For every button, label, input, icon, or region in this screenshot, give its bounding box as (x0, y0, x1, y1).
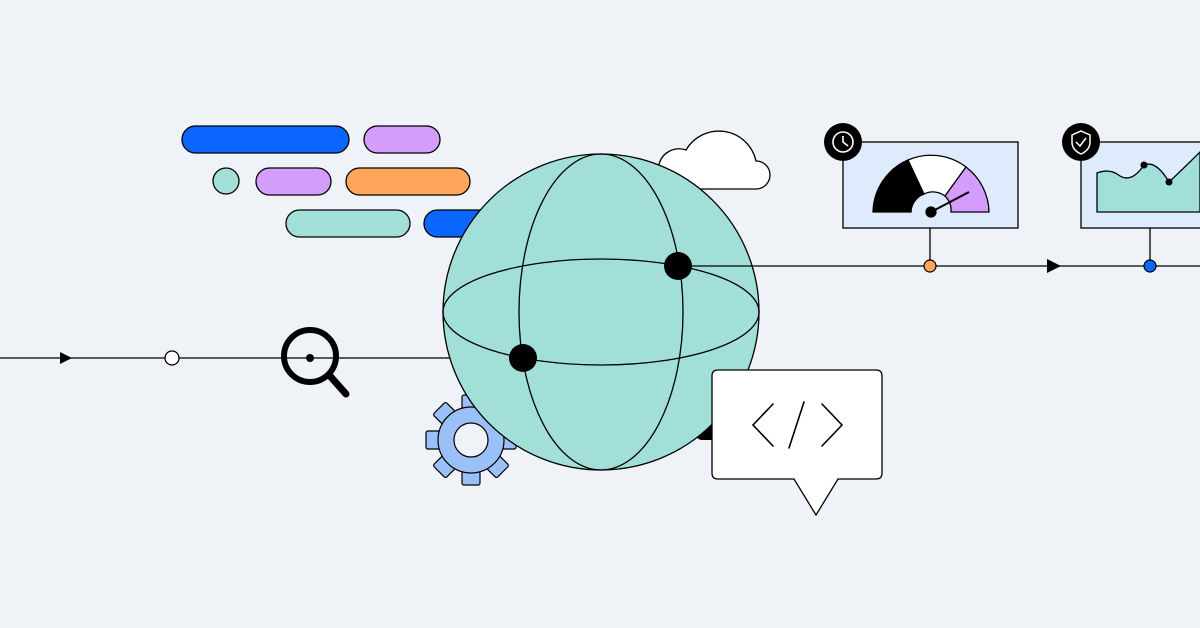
shield-check-icon (1062, 123, 1100, 161)
arrow-right-icon (1047, 259, 1061, 273)
globe-node (509, 344, 537, 372)
code-bubble: </> (711, 369, 883, 517)
code-icon (751, 401, 844, 449)
area-chart-panel (1062, 123, 1200, 229)
pill-dot (212, 167, 240, 195)
timeline-node-orange (923, 259, 937, 273)
pill (285, 209, 411, 238)
gauge-panel (824, 123, 1019, 229)
pill (363, 125, 441, 154)
arrow-right-icon (60, 352, 72, 364)
search-icon (281, 327, 350, 398)
code-pills (181, 125, 515, 238)
pill (255, 167, 332, 196)
pill (181, 125, 350, 154)
timeline-node-hollow (164, 350, 180, 366)
gauge-icon (872, 154, 990, 218)
timeline-node-blue (1143, 259, 1157, 273)
globe-icon (442, 153, 760, 471)
clock-icon (824, 123, 862, 161)
cloud-icon (657, 130, 771, 190)
pill (345, 167, 471, 196)
